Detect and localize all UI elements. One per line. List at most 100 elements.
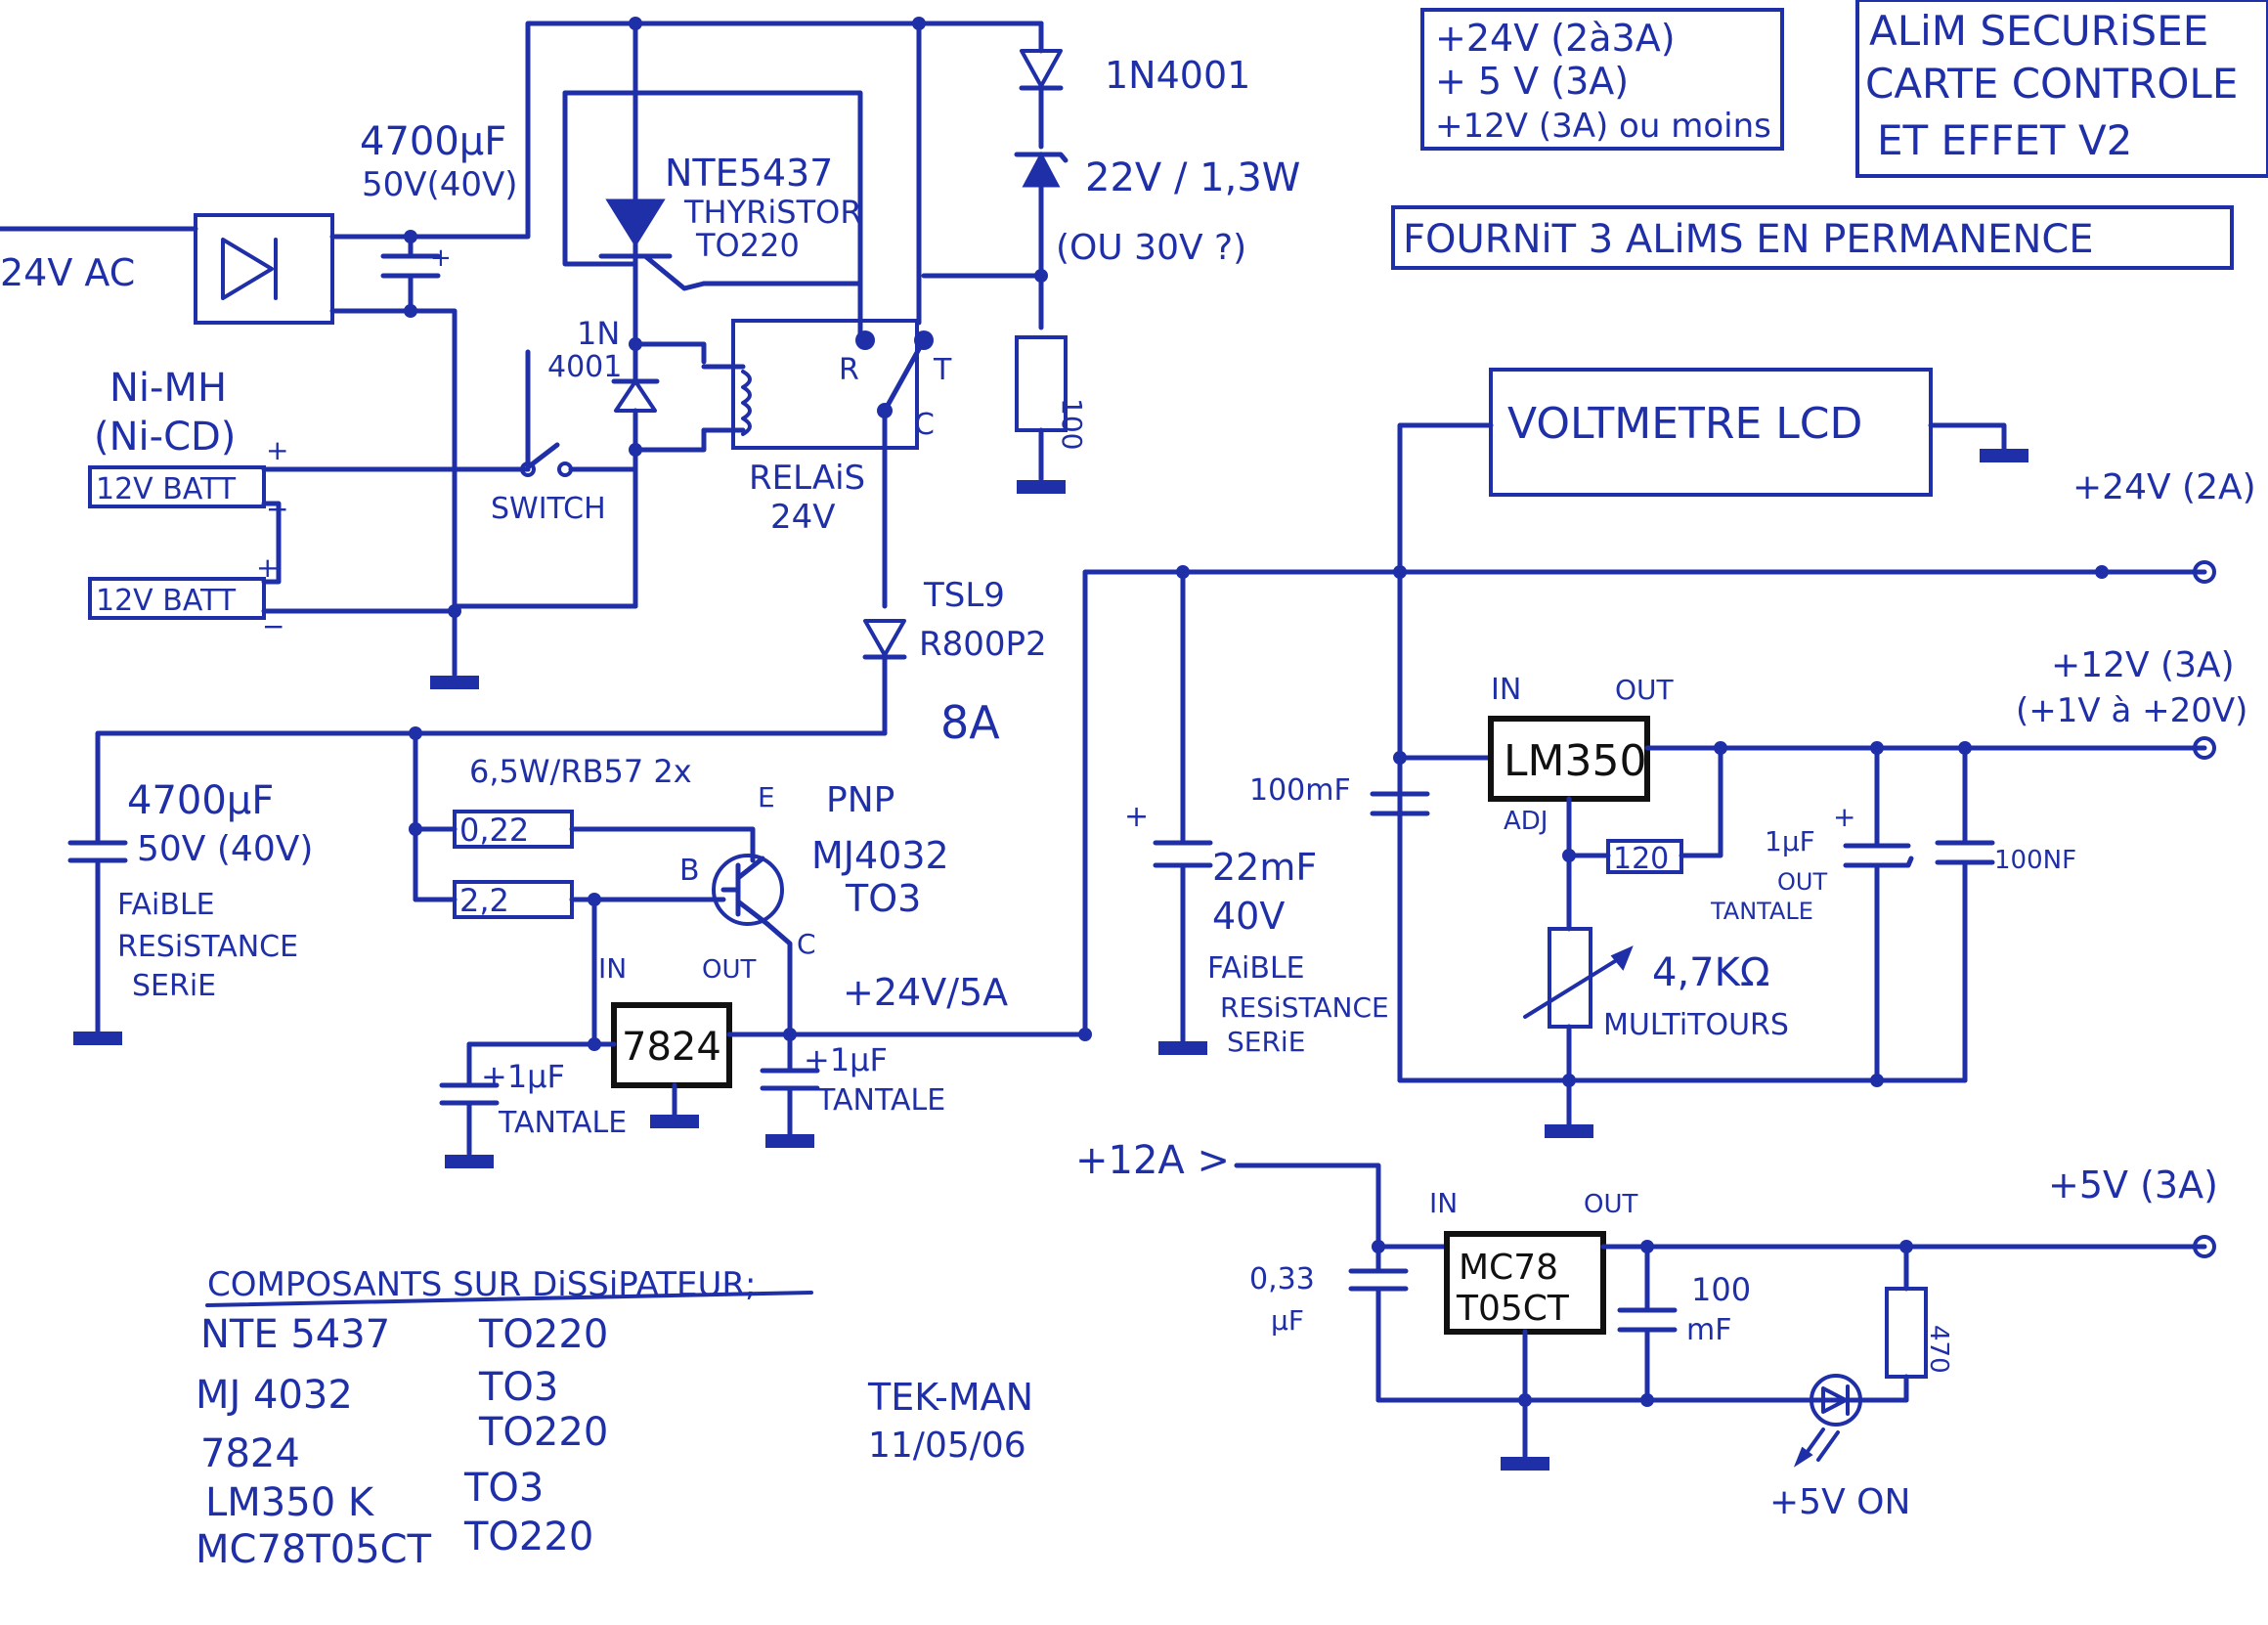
summary-line-2: + 5 V (3A) xyxy=(1435,60,1629,103)
out-12-label: +12V (3A) xyxy=(2051,645,2235,685)
lm350-in: IN xyxy=(1491,673,1521,707)
component-row-1-package: TO220 xyxy=(478,1312,608,1357)
tantalum-cap-out: +1µF TANTALE xyxy=(760,1032,945,1148)
cap-22m-note-2: RESiSTANCE xyxy=(1220,991,1389,1024)
reservoir-capacitor: + 22mF 40V FAiBLE RESiSTANCE SERiE xyxy=(1124,569,1389,1058)
cap-1u-note-2: TANTALE xyxy=(1710,898,1813,925)
title-box: ALiM SECURiSEE CARTE CONTROLE ET EFFET V… xyxy=(1855,0,2268,178)
battery-2-label: 12V BATT xyxy=(96,584,237,618)
relay-diode: 1N 4001 xyxy=(452,315,660,609)
mc78-out: OUT xyxy=(1584,1190,1637,1219)
cap-100m-5v: 100 mF xyxy=(1617,1244,1751,1403)
cap-033: 0,33 µF xyxy=(1249,1244,1409,1403)
component-row-5-part: MC78T05CT xyxy=(196,1527,432,1572)
feed-12-label: +12A > xyxy=(1075,1138,1230,1183)
out-12-range: (+1V à +20V) xyxy=(2016,691,2247,730)
cap2-note-2: RESiSTANCE xyxy=(117,930,298,964)
relay-voltage: 24V xyxy=(770,498,836,537)
bulk-capacitor: 4700µF 50V (40V) FAiBLE RESiSTANCE SERiE xyxy=(67,778,313,1045)
title-line-3: ET EFFET V2 xyxy=(1877,116,2132,164)
regulator-7824: 7824 IN OUT xyxy=(598,952,756,1128)
svg-text:+: + xyxy=(266,434,288,466)
cap-033-value: 0,33 xyxy=(1249,1262,1315,1296)
pnp-pin-b: B xyxy=(679,854,700,888)
power-diode-current: 8A xyxy=(940,696,1000,749)
power-led: +5V ON xyxy=(1769,1374,1910,1522)
resistor-120: 120 xyxy=(1566,745,1723,876)
signature-author: TEK-MAN xyxy=(867,1376,1033,1419)
cap-tant-out-value: +1µF xyxy=(804,1041,888,1078)
cap-22m-note-1: FAiBLE xyxy=(1207,951,1305,986)
component-row-2-package: TO3 xyxy=(478,1365,558,1410)
cap-100m-value: 100mF xyxy=(1249,773,1351,808)
cap2-note-1: FAiBLE xyxy=(117,888,215,922)
reg-7824-label: 7824 xyxy=(622,1025,721,1070)
component-row-4-package: TO3 xyxy=(463,1466,544,1511)
relay-pin-t: T xyxy=(933,353,952,387)
cap-22m-voltage: 40V xyxy=(1212,895,1285,938)
svg-text:−: − xyxy=(262,610,284,642)
component-row-3-part: 7824 xyxy=(200,1431,300,1476)
led-label: +5V ON xyxy=(1769,1482,1910,1522)
power-diode-part: TSL9 xyxy=(923,576,1005,615)
power-diode: TSL9 R800P2 8A xyxy=(862,576,1047,749)
resistor-470-value: 470 xyxy=(1924,1325,1953,1374)
relay: R T C RELAiS 24V xyxy=(701,319,952,537)
pnp-package: TO3 xyxy=(845,877,921,920)
resistor-100-value: 100 xyxy=(1056,398,1088,450)
bridge-rectifier xyxy=(194,213,334,325)
pnp-pin-e: E xyxy=(758,781,775,813)
summary-line-1: +24V (2à3A) xyxy=(1435,17,1676,60)
diode-1n4001: 1N4001 xyxy=(1019,21,1250,150)
cap-100m-5v-value: 100 xyxy=(1691,1271,1751,1308)
cap2-value: 4700µF xyxy=(127,778,274,823)
component-row-1-part: NTE 5437 xyxy=(200,1312,390,1357)
lm350-out: OUT xyxy=(1615,674,1675,706)
component-row-5-package: TO220 xyxy=(463,1515,593,1559)
pot-value: 4,7KΩ xyxy=(1652,950,1769,995)
mc78-in: IN xyxy=(1429,1187,1458,1219)
relay-pin-r: R xyxy=(839,353,859,387)
switch: SWITCH xyxy=(491,349,606,526)
battery-pack: Ni-MH (Ni-CD) 12V BATT + − 12V BATT + − xyxy=(88,366,531,689)
pnp-type: PNP xyxy=(826,780,894,820)
regulator-lm350: LM350 IN OUT ADJ xyxy=(1488,673,1675,836)
input-capacitor: + 4700µF 50V(40V) xyxy=(360,119,518,318)
cap-1u-value: 1µF xyxy=(1765,825,1815,857)
thyristor-type: THYRiSTOR xyxy=(683,194,862,231)
zener-diode: 22V / 1,3W (OU 30V ?) xyxy=(1014,151,1300,330)
zener-value: 22V / 1,3W xyxy=(1085,155,1300,200)
title-line-1: ALiM SECURiSEE xyxy=(1869,7,2208,55)
voltmeter-label: VOLTMETRE LCD xyxy=(1507,399,1862,449)
power-diode-ref: R800P2 xyxy=(919,625,1047,664)
zener-alt: (OU 30V ?) xyxy=(1056,228,1246,268)
cap-tant-in-value: +1µF xyxy=(481,1058,565,1095)
cap-100m: 100mF xyxy=(1249,773,1430,816)
cap-tant-in-type: TANTALE xyxy=(498,1106,627,1140)
cap-tant-out-type: TANTALE xyxy=(816,1083,945,1118)
permanent-note-box: FOURNiT 3 ALiMS EN PERMANENCE xyxy=(1391,205,2234,270)
resistor-120-value: 120 xyxy=(1613,842,1669,876)
summary-box: +24V (2à3A) + 5 V (3A) +12V (3A) ou moin… xyxy=(1420,8,1784,151)
pnp-pin-c: C xyxy=(797,928,816,960)
signature: TEK-MAN 11/05/06 xyxy=(867,1376,1033,1466)
reg-7824-out: OUT xyxy=(702,955,756,985)
output-12v: +12V (3A) (+1V à +20V) xyxy=(2016,645,2247,760)
relay-diode-line2: 4001 xyxy=(547,350,622,384)
battery-type: Ni-MH xyxy=(109,366,227,411)
thyristor-part: NTE5437 xyxy=(665,152,833,195)
mc78-line-1: MC78 xyxy=(1459,1248,1558,1288)
cap2-note-3: SERiE xyxy=(132,969,216,1003)
pnp-part: MJ4032 xyxy=(811,834,949,877)
cap1-value: 4700µF xyxy=(360,119,506,164)
resistors-header: 6,5W/RB57 2x xyxy=(469,753,692,790)
permanent-note: FOURNiT 3 ALiMS EN PERMANENCE xyxy=(1403,217,2094,262)
cap-22m-value: 22mF xyxy=(1212,846,1317,889)
output-5v: +5V (3A) xyxy=(2048,1164,2218,1258)
svg-text:+: + xyxy=(1833,801,1855,833)
pnp-transistor: E B C PNP MJ4032 TO3 xyxy=(679,780,949,1037)
summary-line-3: +12V (3A) ou moins xyxy=(1435,107,1771,146)
battery-1-label: 12V BATT xyxy=(96,472,237,506)
out-5-label: +5V (3A) xyxy=(2048,1164,2218,1207)
cap-100n: 100NF xyxy=(1935,745,2076,1083)
